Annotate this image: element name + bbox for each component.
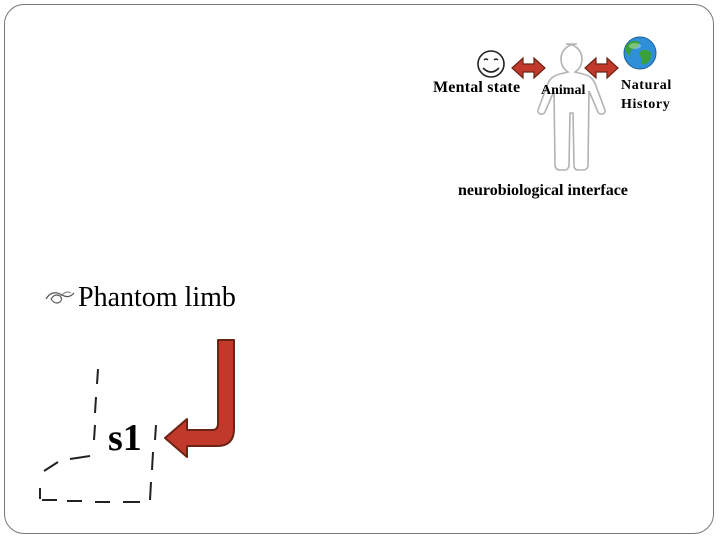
bent-arrow-icon (164, 339, 235, 458)
mental-state-label: Mental state (433, 79, 521, 96)
bullet-item: Phantom limb (43, 282, 236, 314)
neurobiological-interface-label: neurobiological interface (458, 182, 628, 199)
double-arrow-icon (584, 56, 619, 80)
natural-history-label-line1: Natural (621, 78, 672, 93)
natural-history-label-line2: History (621, 97, 671, 112)
s1-label: s1 (108, 417, 142, 459)
person-figure-icon (537, 43, 606, 171)
dashed-limb-outline (39, 368, 157, 503)
animal-label: Animal (541, 83, 586, 98)
smiley-face-icon (477, 50, 505, 78)
bullet-icon (45, 291, 75, 304)
bullet-text: Phantom limb (78, 282, 236, 313)
slide-frame (4, 4, 714, 534)
double-arrow-icon (511, 56, 546, 80)
globe-icon (623, 36, 657, 70)
